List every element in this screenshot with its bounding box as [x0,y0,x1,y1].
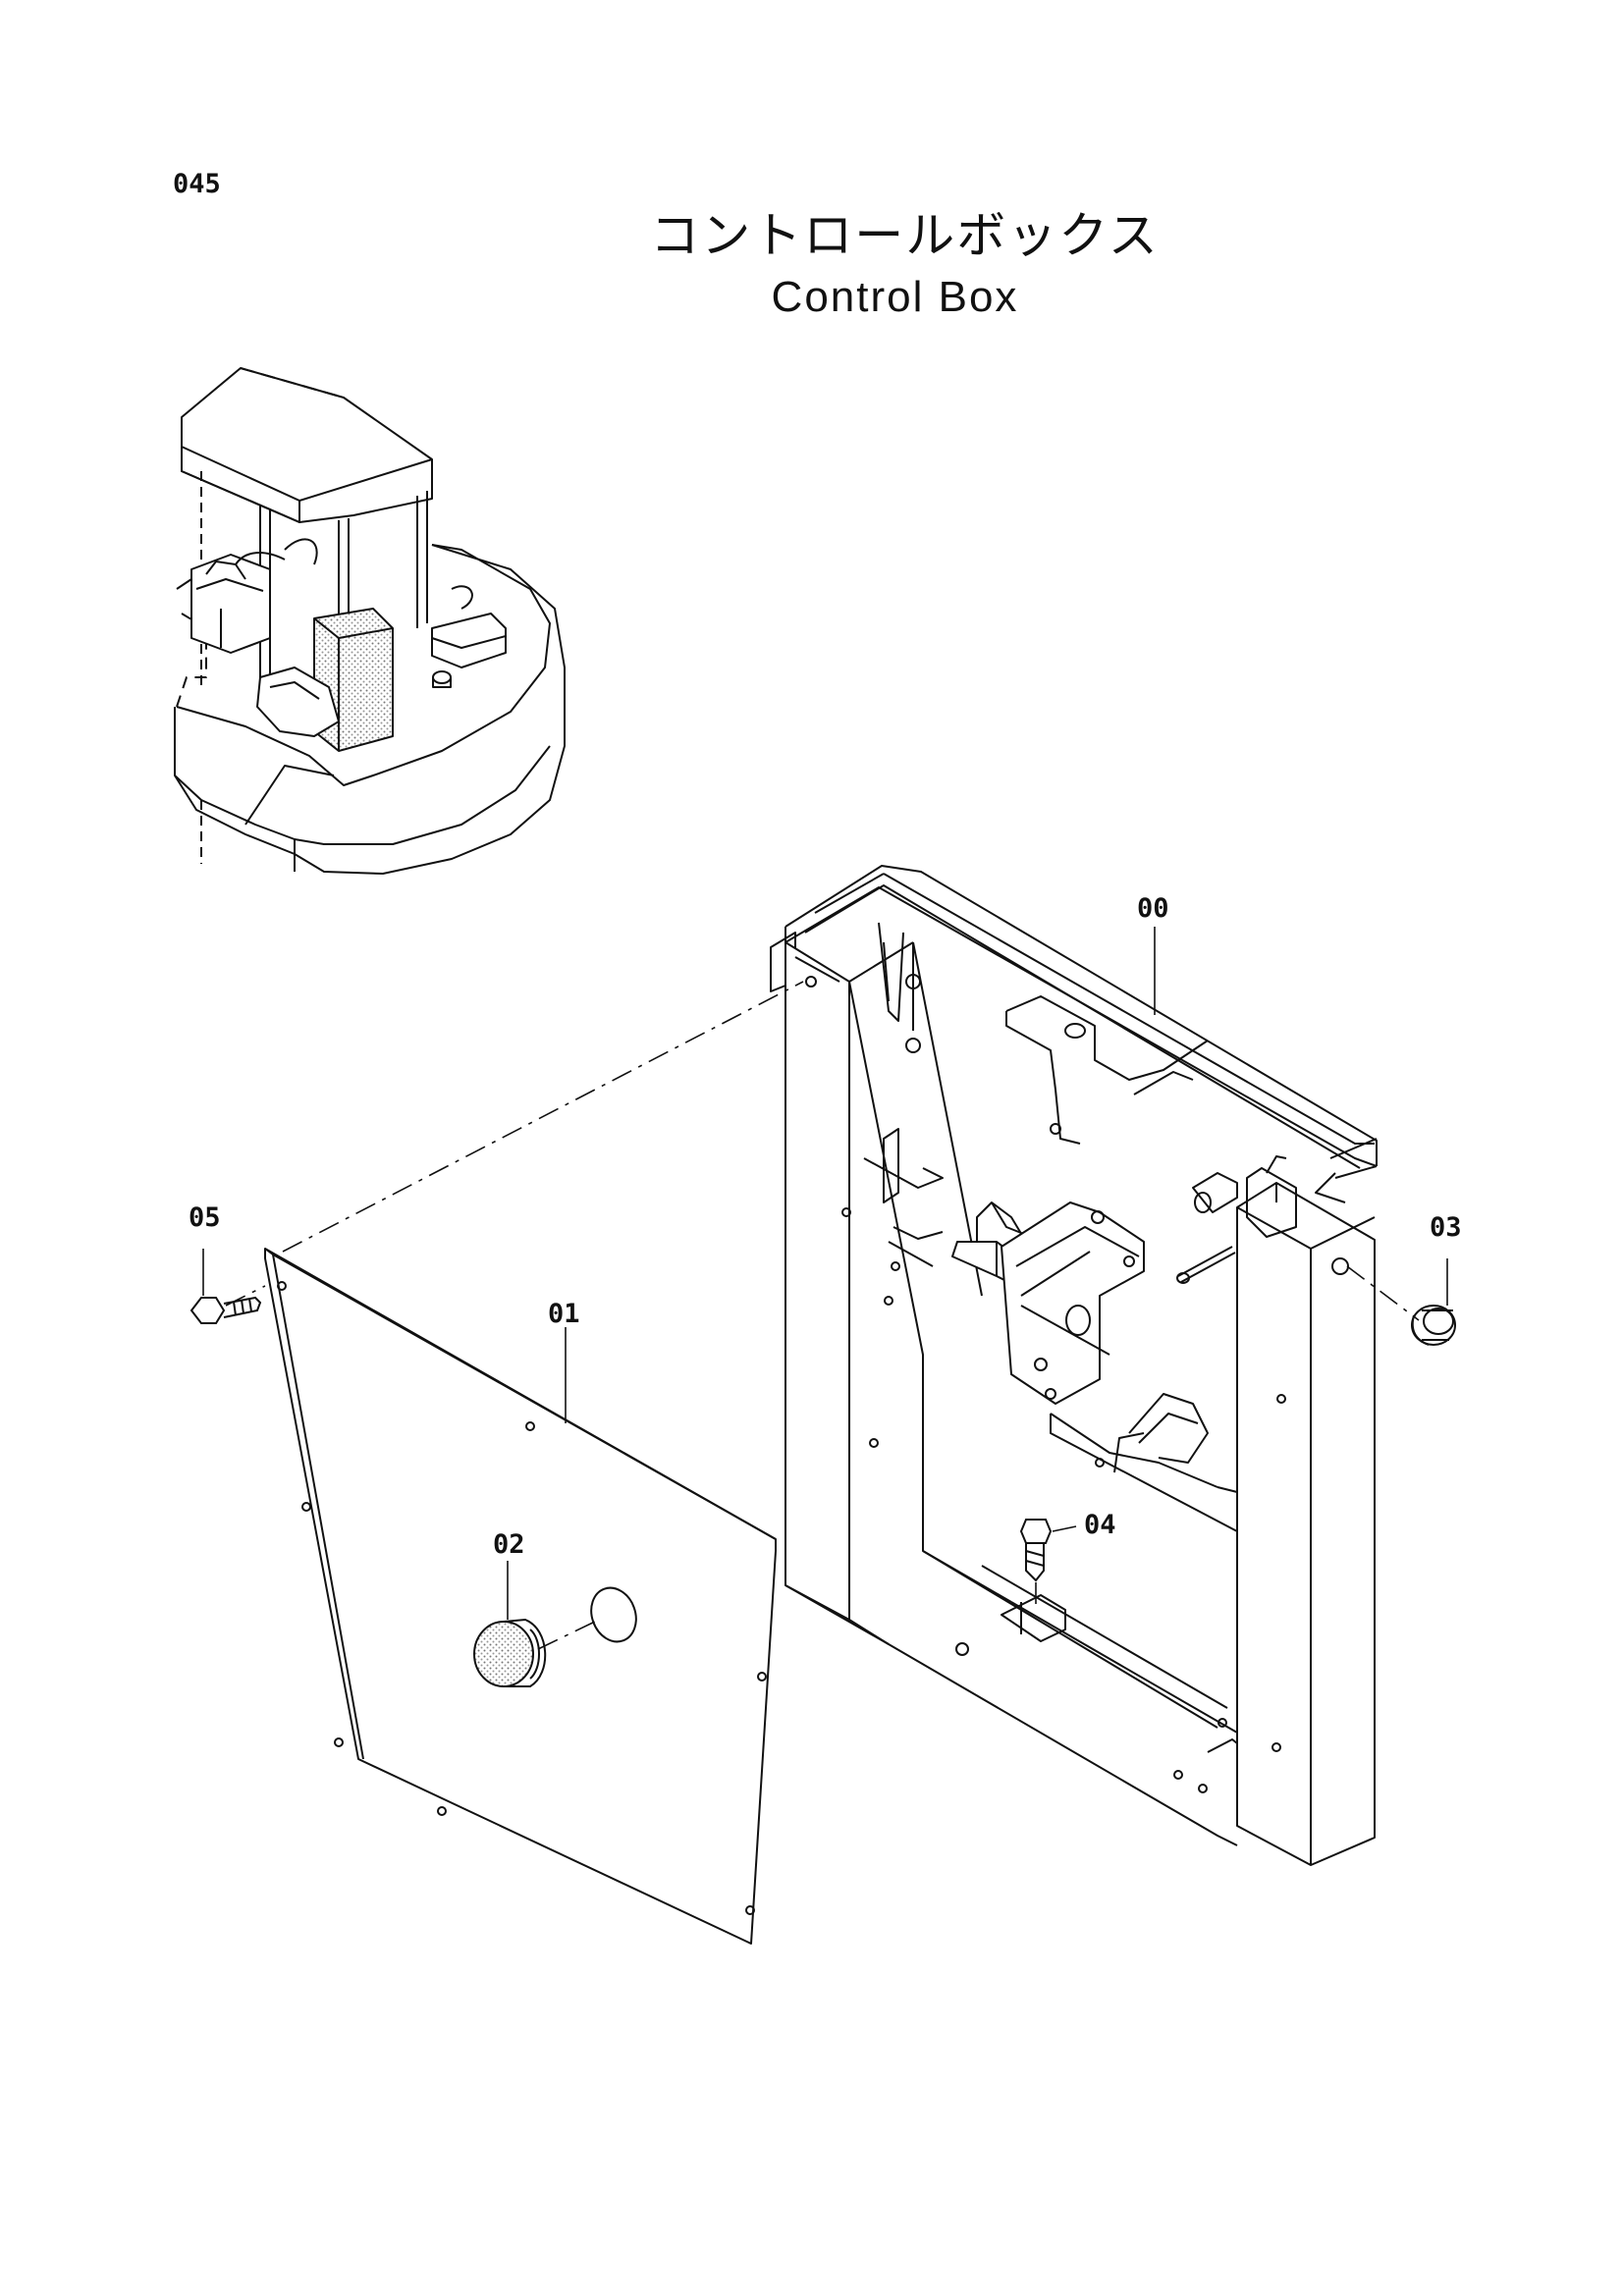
title-japanese: コントロールボックス [650,207,1160,264]
canopy-roof [182,368,432,522]
control-box-frame [771,866,1377,1865]
bolt-05 [191,1298,260,1323]
grommet-03 [1412,1306,1455,1345]
bolt-04 [1021,1520,1051,1580]
machine-overview [175,368,565,874]
operator-seat [257,667,339,736]
stud-bolt [1177,1247,1235,1283]
part-label-01: 01 [548,1299,580,1329]
upper-bracket [1006,996,1208,1144]
part-label-04: 04 [1084,1510,1116,1540]
part-label-00: 00 [1137,893,1169,924]
center-mount-plate [1001,1202,1144,1404]
cover-panel [265,1249,776,2095]
pin-bracket [1193,1156,1296,1237]
overview-cables [236,539,472,609]
part-label-02: 02 [493,1529,525,1560]
title-english: Control Box [771,273,1019,321]
switch-mount [952,1242,1016,1286]
right-inner-wall [1217,1487,1237,1826]
part-label-05: 05 [189,1202,221,1233]
plug-02 [474,1620,545,1686]
operator-platform [175,545,565,874]
part-label-03: 03 [1430,1212,1462,1243]
page-title: コントロールボックス Control Box [0,196,1623,322]
leader-lines [203,927,1447,1620]
left-bracket [864,1129,943,1270]
page-number: 045 [173,169,221,199]
left-console [177,555,270,653]
assembly-lines [226,982,1419,1649]
right-console [432,614,506,687]
lower-harness-bracket [1051,1394,1237,1531]
